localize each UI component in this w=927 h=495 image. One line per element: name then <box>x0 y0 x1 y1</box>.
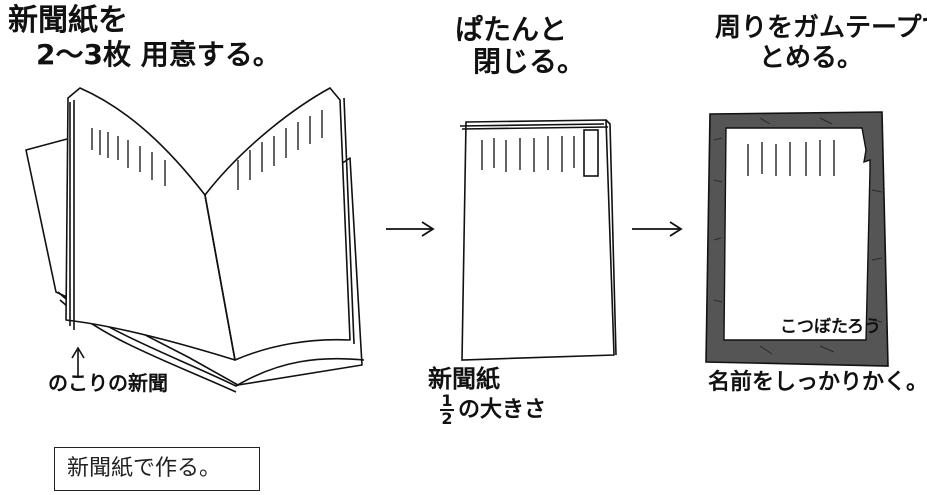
step2-title: ぱたんと 閉じる。 <box>455 13 586 79</box>
leftover-newspaper-label: のこりの新聞 <box>48 371 168 395</box>
step2-title-line2: 閉じる。 <box>473 45 586 79</box>
step1-title-line1: 新聞紙を <box>8 3 128 38</box>
open-newspaper-drawing <box>25 87 365 393</box>
fraction-denominator: 2 <box>441 408 453 428</box>
step3-title-line2: とめる。 <box>759 42 864 73</box>
sample-name-text: こつぼたろう <box>780 317 881 337</box>
step3-title: 周りをガムテープで とめる。 <box>715 13 927 74</box>
newsprint-lines-closed <box>481 136 575 172</box>
fraction: 1 2 <box>440 390 454 428</box>
arrow-right-icon <box>386 221 435 237</box>
fraction-numerator: 1 <box>441 390 453 410</box>
newsprint-lines-right <box>237 110 323 190</box>
newsprint-lines-left <box>91 128 166 186</box>
newsprint-lines-taped <box>747 140 835 176</box>
taped-newspaper-drawing <box>705 111 889 367</box>
half-size-line2: 1 2 の大きさ <box>428 390 547 428</box>
leftover-arrow <box>71 346 85 378</box>
step3-title-line1: 周りをガムテープで <box>715 13 927 43</box>
step1-title-line2: 2〜3枚 用意する。 <box>36 37 281 71</box>
caption-box: 新聞紙で作る。 <box>54 447 260 491</box>
fraction-bar <box>440 408 454 411</box>
half-size-suffix: の大きさ <box>458 396 547 422</box>
step1-title: 新聞紙を 2〜3枚 用意する。 <box>8 3 281 71</box>
closed-newspaper-drawing <box>459 119 617 361</box>
step2-title-line1: ぱたんと <box>455 13 568 46</box>
half-size-line1: 新聞紙 <box>428 365 500 393</box>
arrow-right-icon-2 <box>632 221 683 237</box>
half-size-label: 新聞紙 1 2 の大きさ <box>428 365 547 428</box>
write-name-label: 名前をしっかりかく。 <box>708 370 927 395</box>
